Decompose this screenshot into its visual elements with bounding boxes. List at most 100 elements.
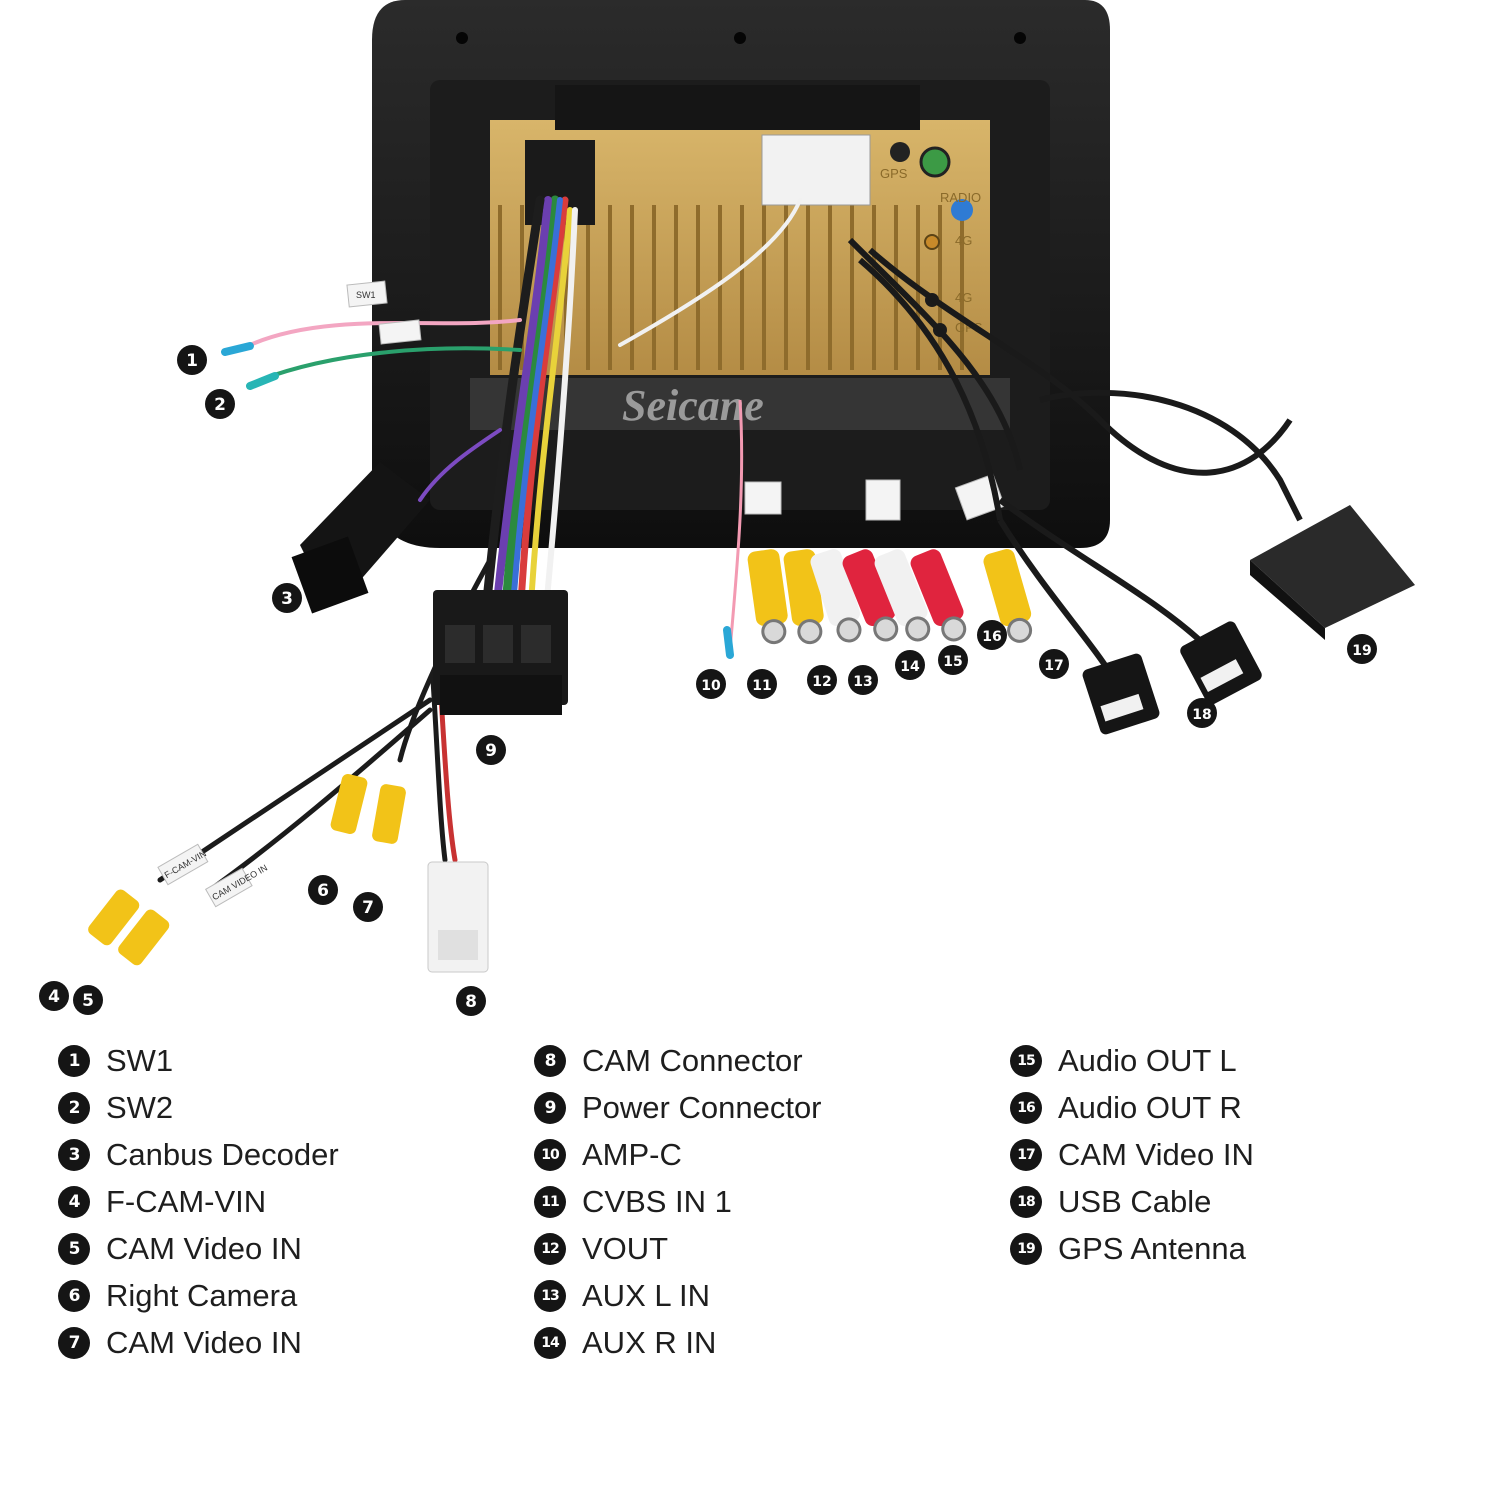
svg-text:11: 11 — [752, 678, 771, 694]
wire-tag-cam: CAM VIDEO IN — [204, 863, 269, 908]
wire-tag-sw1: SW1 — [346, 280, 388, 308]
legend-label: Audio OUT L — [1058, 1043, 1237, 1078]
svg-text:10: 10 — [701, 678, 721, 694]
callout-16: 16 — [977, 620, 1007, 650]
svg-text:16: 16 — [982, 629, 1001, 645]
legend-label: F-CAM-VIN — [106, 1184, 267, 1219]
callout-4: 4 — [39, 981, 69, 1011]
legend-label: SW1 — [106, 1043, 174, 1078]
chassis-board: GPS RADIO 4G 4G GPS — [490, 85, 990, 375]
legend-item: 1 SW1 — [58, 1043, 339, 1078]
callout-9: 9 — [476, 735, 506, 765]
amp-c-probe — [723, 626, 734, 659]
callout-19: 19 — [1347, 634, 1377, 664]
svg-text:13: 13 — [853, 674, 872, 690]
rca-plug — [842, 549, 899, 642]
legend-number-badge: 15 — [1010, 1045, 1042, 1077]
legend-number-badge: 10 — [534, 1139, 566, 1171]
legend-number-badge: 8 — [534, 1045, 566, 1077]
rca-plug — [810, 549, 862, 643]
legend-number-badge: 12 — [534, 1233, 566, 1265]
svg-text:17: 17 — [1044, 658, 1063, 674]
svg-text:19: 19 — [1352, 643, 1371, 659]
legend-item: 19 GPS Antenna — [1010, 1231, 1254, 1266]
svg-text:2: 2 — [214, 395, 226, 415]
legend-number-badge: 2 — [58, 1092, 90, 1124]
svg-text:14: 14 — [900, 659, 920, 675]
legend-label: USB Cable — [1058, 1184, 1212, 1219]
callout-2: 2 — [205, 389, 235, 419]
callout-1: 1 — [177, 345, 207, 375]
legend-label: VOUT — [582, 1231, 669, 1266]
callout-14: 14 — [895, 650, 925, 680]
callout-13: 13 — [848, 665, 878, 695]
amp-c-wire — [728, 399, 744, 651]
legend-number-badge: 17 — [1010, 1139, 1042, 1171]
rca-plugs-front-cam — [88, 773, 406, 966]
callout-15: 15 — [938, 645, 968, 675]
callout-17: 17 — [1039, 649, 1069, 679]
callout-7: 7 — [353, 892, 383, 922]
legend-item: 9 Power Connector — [534, 1090, 822, 1125]
legend-label: CAM Video IN — [106, 1325, 302, 1360]
rca-plug — [983, 549, 1033, 643]
legend-number-badge: 1 — [58, 1045, 90, 1077]
svg-text:4: 4 — [48, 987, 60, 1007]
wire-tag-rca-mid — [865, 479, 901, 521]
legend-number-badge: 19 — [1010, 1233, 1042, 1265]
legend-label: CAM Video IN — [106, 1231, 302, 1266]
svg-text:3: 3 — [281, 589, 293, 609]
cam-connector — [427, 861, 489, 973]
legend-number-badge: 11 — [534, 1186, 566, 1218]
svg-text:5: 5 — [82, 991, 94, 1011]
power-connector — [433, 590, 568, 715]
legend-label: CVBS IN 1 — [582, 1184, 732, 1219]
right-cables — [847, 237, 1303, 692]
callout-5: 5 — [73, 985, 103, 1015]
usb-cable-connectors — [1082, 621, 1262, 735]
legend-label: Power Connector — [582, 1090, 822, 1125]
legend-label: AUX L IN — [582, 1278, 711, 1313]
panel-label-radio: RADIO — [940, 190, 981, 205]
legend-item: 5 CAM Video IN — [58, 1231, 339, 1266]
callout-18: 18 — [1187, 698, 1217, 728]
legend-label: Canbus Decoder — [106, 1137, 339, 1172]
legend-label: AMP-C — [582, 1137, 682, 1172]
legend-number-badge: 5 — [58, 1233, 90, 1265]
legend-item: 10 AMP-C — [534, 1137, 822, 1172]
callout-6: 6 — [308, 875, 338, 905]
legend-label: Right Camera — [106, 1278, 298, 1313]
legend-item: 13 AUX L IN — [534, 1278, 822, 1313]
svg-text:6: 6 — [317, 881, 329, 901]
legend-number-badge: 9 — [534, 1092, 566, 1124]
legend-label: GPS Antenna — [1058, 1231, 1246, 1266]
wiring-photo: GPS RADIO 4G 4G GPS Seicane SW1 — [39, 0, 1415, 1016]
sw2-probe — [246, 372, 279, 390]
panel-label-4g-top: 4G — [955, 233, 972, 248]
callout-8: 8 — [456, 986, 486, 1016]
wire-tag-rca-left — [744, 481, 782, 515]
svg-text:9: 9 — [485, 741, 497, 761]
svg-text:SW1: SW1 — [356, 290, 376, 300]
legend-item: 6 Right Camera — [58, 1278, 339, 1313]
rca-plug — [874, 549, 931, 642]
legend-item: 12 VOUT — [534, 1231, 822, 1266]
panel-label-gps-top: GPS — [880, 166, 908, 181]
legend-number-badge: 13 — [534, 1280, 566, 1312]
legend-label: Audio OUT R — [1058, 1090, 1242, 1125]
rca-cluster — [747, 549, 1033, 645]
wire-tag-fcam: F-CAM-VIN — [157, 843, 209, 886]
main-harness — [157, 195, 802, 893]
callout-3: 3 — [272, 583, 302, 613]
legend-number-badge: 6 — [58, 1280, 90, 1312]
